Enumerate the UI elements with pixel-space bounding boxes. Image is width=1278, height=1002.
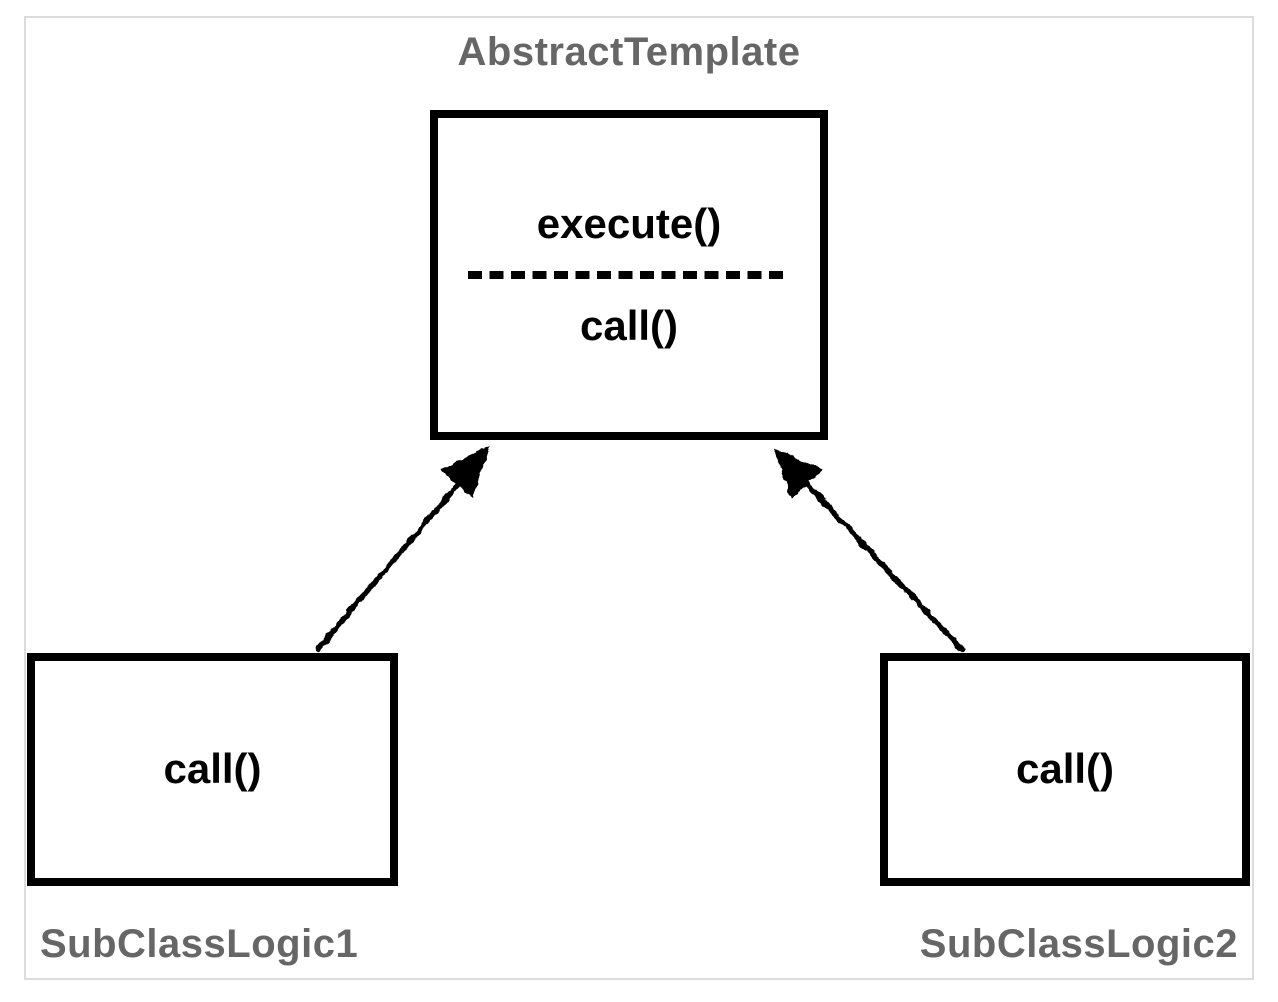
- dashed-divider: [468, 271, 790, 279]
- abstract-class-title: AbstractTemplate: [457, 30, 801, 74]
- subclass2-method-label: call(): [1015, 745, 1115, 793]
- subclass2-box: call(): [880, 653, 1250, 886]
- template-method-label: execute(): [536, 199, 722, 247]
- subclass1-box: call(): [27, 653, 398, 886]
- abstract-template-box: execute() call(): [430, 110, 828, 440]
- subclass1-title: SubClassLogic1: [40, 922, 359, 966]
- subclass2-title: SubClassLogic2: [919, 922, 1238, 966]
- subclass1-method-label: call(): [163, 745, 262, 793]
- hook-method-label: call(): [579, 302, 679, 349]
